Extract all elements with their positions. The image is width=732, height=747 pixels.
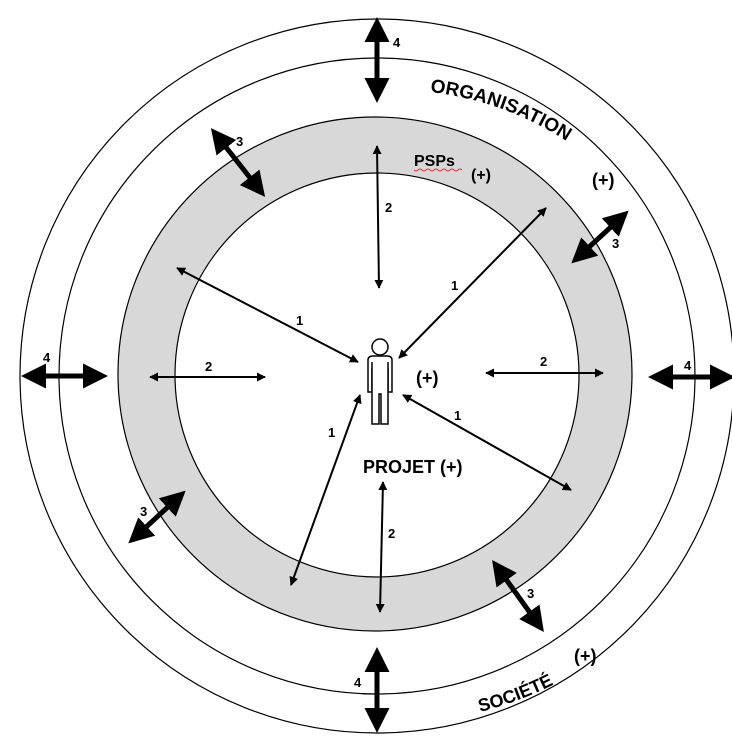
arrows-type-4 [21,16,732,733]
label-1-lower-left: 1 [328,425,335,440]
label-3-lower-right: 3 [527,586,534,601]
arrow-1-upper-right [398,207,547,359]
arrow-1-lower-right [402,394,572,491]
label-1-upper-left: 1 [296,313,303,328]
label-2-top: 2 [385,200,392,215]
person-icon [367,338,393,425]
label-4-left: 4 [43,350,51,365]
label-1-upper-right: 1 [451,278,458,293]
societe-plus: (+) [574,646,597,666]
arrow-3-upper-left [210,128,266,197]
arrow-3-upper-right [571,210,629,264]
label-2-left: 2 [205,359,212,374]
label-2-bottom: 2 [388,526,395,541]
spellcheck-underline [413,168,463,172]
arrows-type-2 [149,145,604,613]
arrow-1-upper-left [176,267,359,363]
label-3-upper-left: 3 [236,134,243,149]
organisation-plus: (+) [592,170,615,190]
arrow-number-labels: 1 1 1 1 2 2 2 2 3 3 3 3 4 4 4 4 [43,35,692,690]
arrow-3-lower-right [492,559,544,633]
societe-label: SOCIÉTÉ [476,669,556,716]
arrows-type-1 [176,207,572,586]
projet-label: PROJET (+) [363,457,463,477]
label-3-lower-left: 3 [140,504,147,519]
label-4-bottom: 4 [354,675,362,690]
arrow-3-lower-left [128,490,186,544]
psps-label: PSPs [414,153,455,170]
arrow-1-lower-left [289,394,362,586]
label-4-right: 4 [684,358,692,373]
person-plus: (+) [416,368,439,388]
arrows-type-3 [128,128,629,633]
label-1-lower-right: 1 [454,408,461,423]
label-2-right: 2 [540,354,547,369]
arrow-2-bottom [375,481,388,613]
label-3-upper-right: 3 [612,236,619,251]
psps-plus: (+) [471,167,491,184]
label-4-top: 4 [393,35,401,50]
arrow-2-top [372,145,384,289]
